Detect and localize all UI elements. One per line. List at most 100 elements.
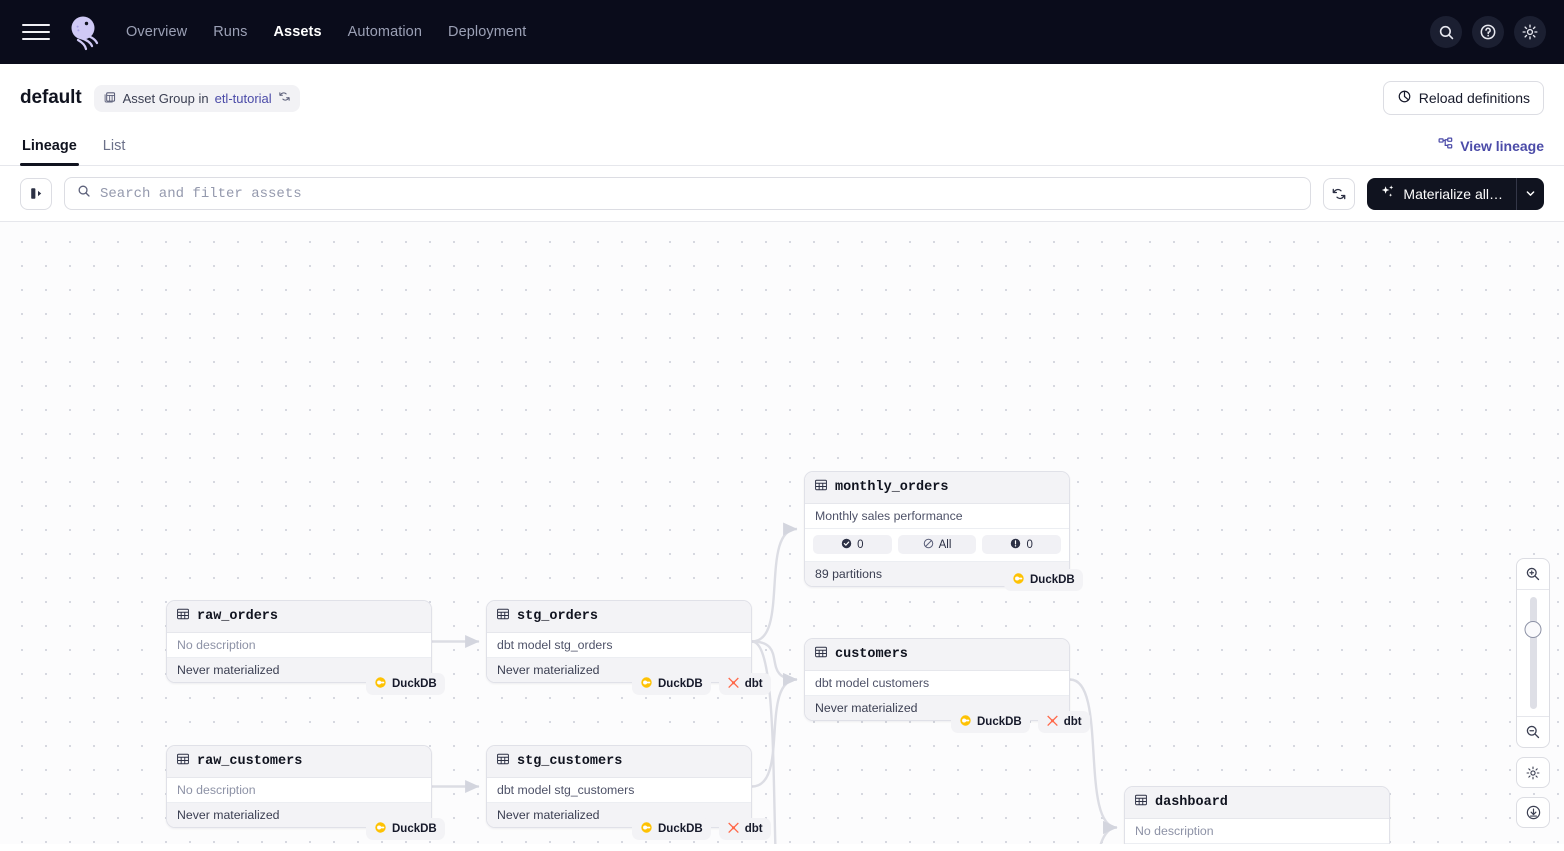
duckdb-icon	[374, 821, 387, 837]
asset-node-name: raw_customers	[197, 754, 303, 769]
tag-label: DuckDB	[392, 823, 437, 835]
partition-chip-0[interactable]: 0	[813, 535, 892, 554]
tag-duckdb[interactable]: DuckDB	[632, 673, 711, 695]
asset-node-tags-raw_orders: DuckDB	[366, 673, 445, 695]
zoom-out-icon[interactable]	[1517, 717, 1549, 747]
edge-customers-to-dashboard	[1069, 678, 1118, 834]
asset-node-tags-raw_customers: DuckDB	[366, 818, 445, 840]
reload-icon	[1397, 89, 1412, 107]
help-icon[interactable]	[1472, 16, 1504, 48]
nav-link-overview[interactable]: Overview	[126, 24, 188, 40]
asset-node-description: dbt model customers	[805, 671, 1069, 696]
dbt-icon	[727, 821, 740, 837]
partition-chip-2[interactable]: 0	[982, 535, 1062, 554]
nav-link-runs[interactable]: Runs	[213, 24, 248, 40]
nav-link-assets[interactable]: Assets	[273, 24, 322, 40]
tag-dbt[interactable]: dbt	[1037, 711, 1090, 733]
slash-circle-icon	[923, 538, 934, 552]
view-lineage-link[interactable]: View lineage	[1438, 137, 1544, 155]
hamburger-icon[interactable]	[22, 18, 50, 46]
tag-label: DuckDB	[392, 678, 437, 690]
duckdb-icon	[640, 676, 653, 692]
tag-duckdb[interactable]: DuckDB	[951, 711, 1030, 733]
asset-node-description: No description	[1125, 819, 1389, 844]
asset-node-header: stg_customers	[487, 746, 751, 778]
tag-label: DuckDB	[658, 678, 703, 690]
zoom-slider-thumb[interactable]	[1524, 620, 1542, 638]
sparkle-icon	[1380, 184, 1396, 203]
reload-definitions-label: Reload definitions	[1418, 90, 1530, 106]
edge-stg_orders-to-orders	[751, 640, 777, 844]
dagster-logo[interactable]	[62, 11, 104, 53]
tag-label: DuckDB	[1030, 574, 1075, 586]
download-graph-button[interactable]	[1516, 797, 1550, 828]
tag-dbt[interactable]: dbt	[718, 818, 771, 840]
edge-orders-to-dashboard	[1099, 821, 1118, 844]
tab-bar: Lineage List View lineage	[0, 122, 1564, 166]
refresh-icon[interactable]	[278, 90, 291, 106]
edge-stg_customers-to-customers	[751, 673, 798, 788]
chevron-down-icon[interactable]	[1516, 177, 1544, 210]
asset-node-description: dbt model stg_orders	[487, 633, 751, 658]
table-icon	[176, 752, 190, 771]
search-icon[interactable]	[1430, 16, 1462, 48]
asset-node-tags-customers: DuckDB dbt	[951, 711, 1090, 733]
nav-actions	[1430, 16, 1546, 48]
tag-label: dbt	[744, 678, 763, 690]
tab-list[interactable]: List	[102, 138, 126, 154]
tag-label: dbt	[744, 823, 763, 835]
panel-expand-icon[interactable]	[20, 177, 52, 210]
materialize-all-button[interactable]: Materialize all…	[1367, 178, 1516, 210]
table-icon	[814, 645, 828, 664]
asset-node-header: monthly_orders	[805, 472, 1069, 504]
asset-node-header: raw_orders	[167, 601, 431, 633]
tag-duckdb[interactable]: DuckDB	[632, 818, 711, 840]
asset-node-name: monthly_orders	[835, 480, 949, 495]
top-navigation-bar: Overview Runs Assets Automation Deployme…	[0, 0, 1564, 64]
duckdb-icon	[374, 676, 387, 692]
refresh-assets-button[interactable]	[1323, 177, 1356, 210]
asset-node-description: Monthly sales performance	[805, 504, 1069, 529]
tag-label: DuckDB	[658, 823, 703, 835]
tag-duckdb[interactable]: DuckDB	[366, 673, 445, 695]
table-icon	[1134, 793, 1148, 812]
reload-definitions-button[interactable]: Reload definitions	[1382, 81, 1544, 115]
view-lineage-label: View lineage	[1460, 138, 1544, 154]
nav-link-automation[interactable]: Automation	[347, 24, 423, 40]
table-icon	[496, 607, 510, 626]
asset-node-tags-monthly_orders: DuckDB	[1004, 569, 1083, 591]
tab-lineage[interactable]: Lineage	[20, 138, 79, 166]
asset-group-link[interactable]: etl-tutorial	[214, 90, 272, 106]
partition-chip-label: 0	[857, 538, 864, 551]
asset-group-badge[interactable]: Asset Group in etl-tutorial	[93, 84, 300, 112]
table-icon	[496, 752, 510, 771]
partition-chip-label: All	[938, 538, 952, 551]
zoom-slider[interactable]	[1524, 590, 1542, 716]
partition-chip-1[interactable]: All	[897, 535, 977, 554]
search-input[interactable]	[100, 185, 1299, 202]
page-header: default Asset Group in etl-tutorial Relo…	[0, 74, 1564, 122]
search-filter-box[interactable]	[64, 177, 1312, 210]
search-icon	[77, 184, 91, 203]
tag-dbt[interactable]: dbt	[718, 673, 771, 695]
graph-settings-button[interactable]	[1516, 757, 1550, 788]
asset-node-description: dbt model stg_customers	[487, 778, 751, 803]
gear-icon[interactable]	[1514, 16, 1546, 48]
nav-link-deployment[interactable]: Deployment	[448, 24, 527, 40]
dbt-icon	[727, 676, 740, 692]
tag-duckdb[interactable]: DuckDB	[366, 818, 445, 840]
tag-duckdb[interactable]: DuckDB	[1004, 569, 1083, 591]
table-icon	[814, 478, 828, 497]
check-circle-icon	[841, 538, 852, 552]
asset-node-header: dashboard	[1125, 787, 1389, 819]
zoom-in-icon[interactable]	[1517, 559, 1549, 589]
asset-node-name: raw_orders	[197, 609, 279, 624]
